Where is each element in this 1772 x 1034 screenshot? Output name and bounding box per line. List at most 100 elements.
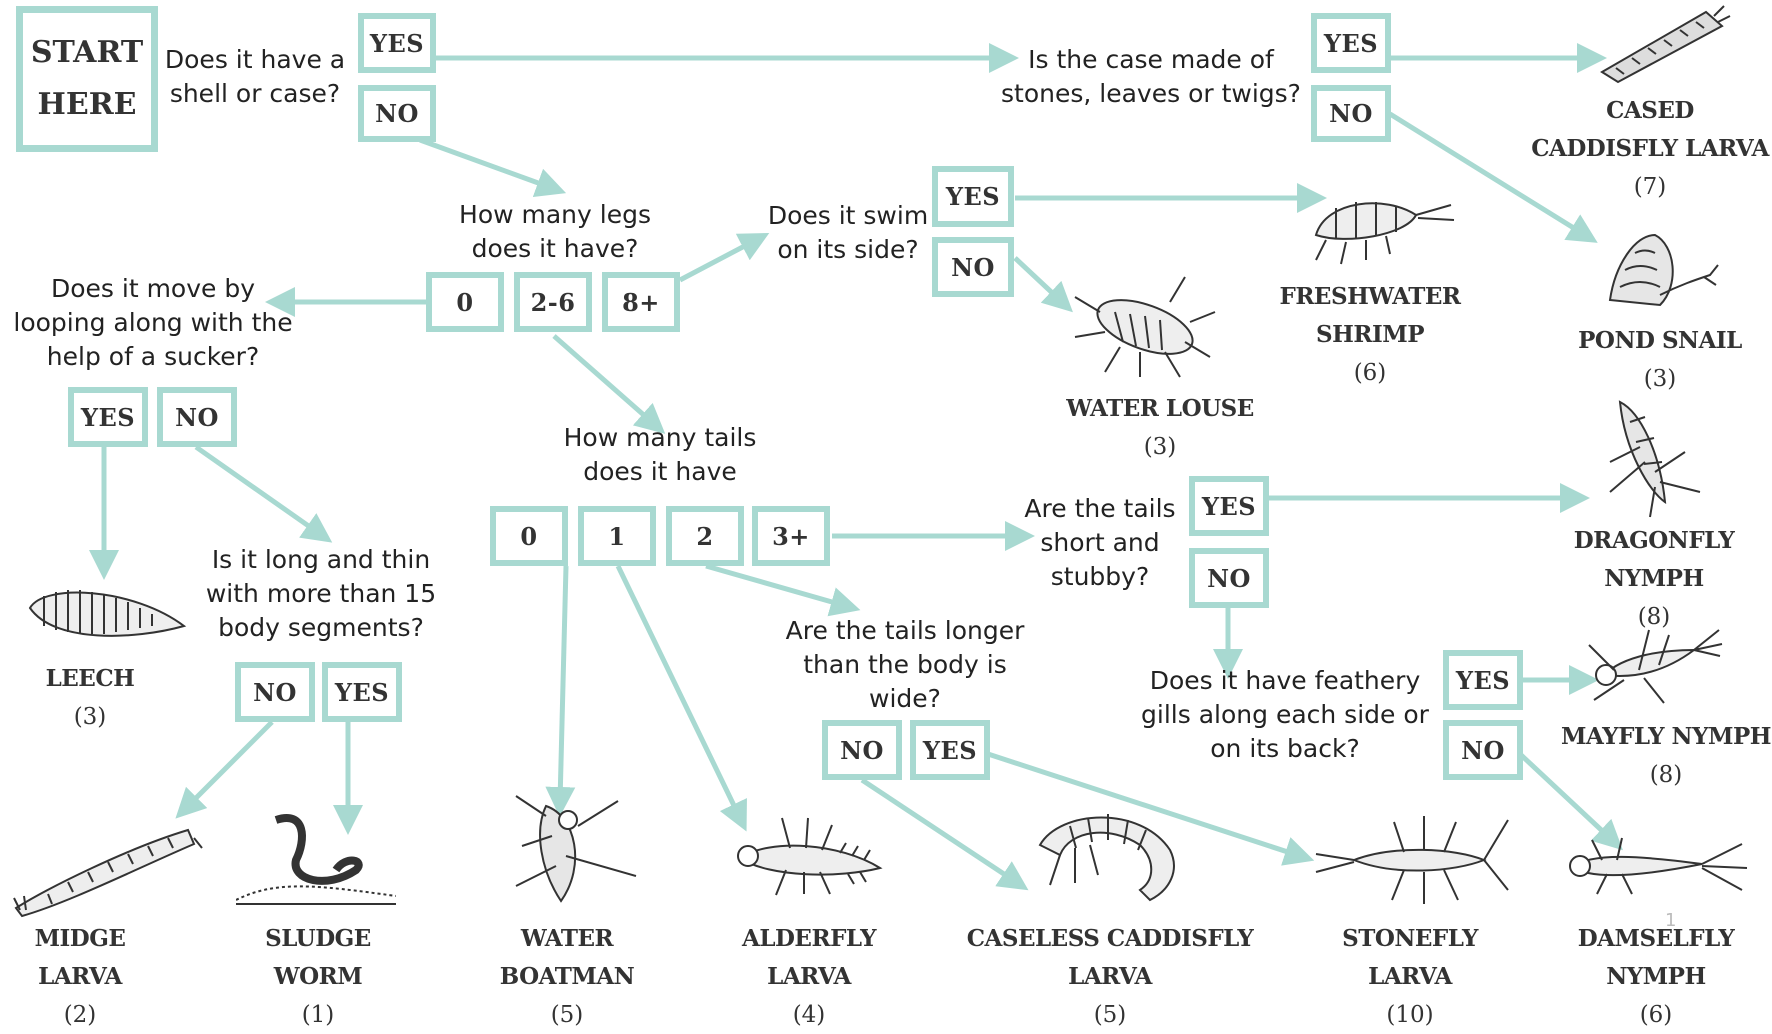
question-shell: Does it have a shell or case?	[164, 45, 346, 108]
mayfly-icon	[1588, 629, 1723, 704]
question-feathery-gills: Does it have feathery gills along each s…	[1141, 666, 1429, 763]
creature-name: MAYFLY NYMPH	[1561, 723, 1771, 750]
case-no-box: NO	[1311, 85, 1391, 142]
boatman-icon	[515, 795, 637, 903]
creature-midge-larva: MIDGE LARVA (2)	[0, 920, 160, 1034]
longer-no-box: NO	[822, 720, 902, 780]
start-line-1: START	[30, 35, 144, 70]
creature-name: DAMSELFLY NYMPH	[1577, 925, 1735, 990]
question-stubby: Are the tails short and stubby?	[1024, 494, 1176, 591]
arrow-tails-1	[615, 564, 747, 832]
swim-yes-box: YES	[932, 166, 1014, 227]
creature-alderfly-larva: ALDERFLY LARVA (4)	[704, 920, 914, 1034]
creature-score: (1)	[301, 1002, 335, 1028]
arrow-long-no	[175, 720, 274, 819]
worm-icon	[236, 814, 396, 905]
creature-score: (3)	[1643, 366, 1677, 392]
arrow-swim-no	[1013, 256, 1073, 313]
creature-score: (5)	[550, 1002, 584, 1028]
creature-name: WATER LOUSE	[1066, 395, 1254, 422]
shell-no-box: NO	[358, 85, 436, 142]
caseless-icon	[1038, 814, 1175, 902]
creature-name: STONEFLY LARVA	[1342, 925, 1478, 990]
creature-name: LEECH	[45, 665, 135, 692]
shrimp-icon	[1314, 202, 1455, 265]
creature-name: WATER BOATMAN	[499, 925, 635, 990]
creature-score: (4)	[792, 1002, 826, 1028]
creature-score: (6)	[1353, 360, 1387, 386]
creature-name: POND SNAIL	[1578, 327, 1742, 354]
creature-score: (10)	[1386, 1002, 1434, 1028]
legs-2-6-box: 2-6	[514, 272, 592, 332]
creature-name: MIDGE LARVA	[34, 925, 126, 990]
creature-score: (2)	[63, 1002, 97, 1028]
arrow-legs-26	[552, 334, 666, 434]
question-looping: Does it move by looping along with the h…	[13, 274, 293, 371]
arrow-longer-yes	[987, 751, 1315, 866]
creature-water-louse: WATER LOUSE (3)	[1060, 390, 1260, 466]
creature-score: (7)	[1633, 174, 1667, 200]
tails-3-plus-box: 3+	[752, 506, 830, 566]
creature-name: ALDERFLY LARVA	[741, 925, 877, 990]
caddis-case-icon	[1600, 5, 1731, 84]
question-case-material: Is the case made of stones, leaves or tw…	[1001, 45, 1301, 108]
loop-yes-box: YES	[68, 387, 148, 447]
damselfly-icon	[1569, 837, 1748, 895]
creature-leech: LEECH (3)	[30, 660, 150, 736]
snail-icon	[1608, 233, 1719, 307]
creature-freshwater-shrimp: FRESHWATER SHRIMP (6)	[1230, 278, 1510, 392]
shell-yes-box: YES	[358, 13, 436, 73]
arrow-tails-2	[705, 563, 861, 617]
leech-icon	[28, 590, 187, 637]
alderfly-icon	[737, 817, 883, 896]
creature-cased-caddisfly: CASED CADDISFLY LARVA (7)	[1530, 92, 1770, 206]
long-thin-yes-box: YES	[322, 662, 402, 722]
tails-1-box: 1	[578, 506, 656, 566]
long-thin-no-box: NO	[235, 662, 315, 722]
stubby-no-box: NO	[1189, 548, 1269, 608]
creature-water-boatman: WATER BOATMAN (5)	[462, 920, 672, 1034]
flow-arrows	[89, 43, 1623, 891]
creature-name: CASED CADDISFLY LARVA	[1531, 97, 1769, 162]
creature-name: SLUDGE WORM	[265, 925, 371, 990]
stubby-yes-box: YES	[1189, 476, 1269, 536]
creature-score: (8)	[1637, 604, 1671, 630]
arrow-tails-0	[545, 565, 576, 817]
arrow-loop-no	[194, 444, 333, 543]
creature-name: CASELESS CADDISFLY LARVA	[966, 925, 1254, 990]
arrow-gills-no	[1518, 752, 1623, 851]
arrow-shell-no	[419, 137, 567, 197]
creature-score: (3)	[73, 704, 107, 730]
question-long-thin: Is it long and thin with more than 15 bo…	[205, 545, 437, 642]
legs-0-box: 0	[426, 272, 504, 332]
question-swim-side: Does it swim on its side?	[767, 201, 929, 264]
legs-8-plus-box: 8+	[602, 272, 680, 332]
creature-pond-snail: POND SNAIL (3)	[1560, 322, 1760, 398]
longer-yes-box: YES	[910, 720, 990, 780]
question-legs: How many legs does it have?	[459, 200, 651, 263]
creature-damselfly-nymph: DAMSELFLY NYMPH (6)	[1540, 920, 1772, 1034]
louse-icon	[1074, 276, 1216, 378]
creature-score: (8)	[1649, 762, 1683, 788]
gills-no-box: NO	[1443, 720, 1523, 780]
arrow-longer-no	[860, 777, 1029, 891]
start-line-2: HERE	[37, 87, 137, 122]
creature-name: FRESHWATER SHRIMP	[1279, 283, 1461, 348]
swim-no-box: NO	[932, 237, 1014, 297]
creature-score: (6)	[1639, 1002, 1673, 1028]
creature-caseless-caddisfly: CASELESS CADDISFLY LARVA (5)	[940, 920, 1280, 1034]
arrow-legs-8	[678, 233, 770, 283]
loop-no-box: NO	[157, 387, 237, 447]
tails-0-box: 0	[490, 506, 568, 566]
creature-stonefly-larva: STONEFLY LARVA (10)	[1300, 920, 1520, 1034]
creature-dragonfly-nymph: DRAGONFLY NYMPH (8)	[1536, 522, 1772, 636]
midge-icon	[13, 828, 203, 918]
gills-yes-box: YES	[1443, 650, 1523, 710]
creature-score: (3)	[1143, 434, 1177, 460]
creature-score: (5)	[1093, 1002, 1127, 1028]
page-number: 1	[1665, 910, 1677, 931]
creature-mayfly-nymph: MAYFLY NYMPH (8)	[1560, 718, 1772, 794]
arrow-case-no	[1388, 111, 1598, 243]
creature-sludge-worm: SLUDGE WORM (1)	[228, 920, 408, 1034]
case-yes-box: YES	[1311, 13, 1391, 73]
